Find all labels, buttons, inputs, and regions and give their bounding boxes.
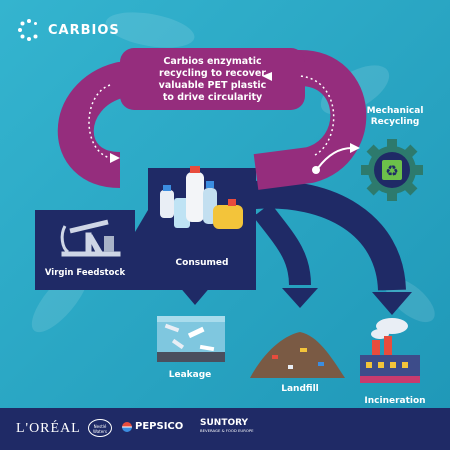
mechanical-arrow (312, 143, 360, 174)
leakage-label: Leakage (168, 370, 212, 380)
loop-description: Carbios enzymatic recycling to recover v… (120, 56, 305, 104)
landfill-label: Landfill (281, 384, 319, 394)
brand-name: CARBIOS (48, 22, 120, 38)
mechanical-line-1: Mechanical (366, 106, 424, 116)
loop-line-1: Carbios enzymatic (163, 56, 262, 67)
suntory-subtitle: BEVERAGE & FOOD EUROPE (200, 428, 254, 433)
incineration-arrowhead (372, 292, 412, 315)
plastic-bottles-icon (160, 166, 243, 229)
loop-line-4: to drive circularity (162, 92, 263, 103)
enzymatic-loop (57, 48, 367, 190)
loop-line-3: valuable PET plastic (158, 80, 267, 91)
carbios-logo-icon (18, 19, 38, 41)
pepsico-name: PEPSICO (135, 421, 184, 432)
landfill-arrowhead (282, 288, 318, 308)
virgin-feedstock-box (35, 210, 135, 290)
virgin-feedstock-label: Virgin Feedstock (44, 268, 126, 278)
consumed-label: Consumed (175, 258, 229, 268)
sponsor-bar (0, 408, 450, 450)
virgin-feedstock-link (135, 210, 148, 290)
factory-icon (360, 318, 420, 383)
suntory-logo: SUNTORY BEVERAGE & FOOD EUROPE (200, 418, 254, 433)
oil-pump-icon (60, 219, 121, 257)
pepsico-logo: PEPSICO (122, 421, 183, 432)
mechanical-line-2: Recycling (370, 117, 420, 127)
loop-line-2: recycling to recover (159, 68, 266, 79)
svg-text:♻: ♻ (385, 162, 398, 180)
recycle-gear-icon: ♻ (361, 139, 423, 201)
incineration-label: Incineration (364, 396, 426, 406)
nestle-waters-logo: Nestlé Waters (88, 419, 112, 437)
sponsor-logos: L'ORÉAL Nestlé Waters PEPSICO SUNTORY BE… (0, 408, 450, 450)
loreal-logo: L'ORÉAL (16, 421, 81, 436)
plastic-waste-icon (157, 316, 225, 362)
pepsi-globe-icon (122, 421, 132, 432)
mechanical-recycling-label: Mechanical Recycling (350, 106, 440, 128)
landfill-pile-icon (250, 332, 345, 378)
suntory-name: SUNTORY (200, 418, 249, 428)
carbios-logo: CARBIOS (17, 18, 120, 42)
